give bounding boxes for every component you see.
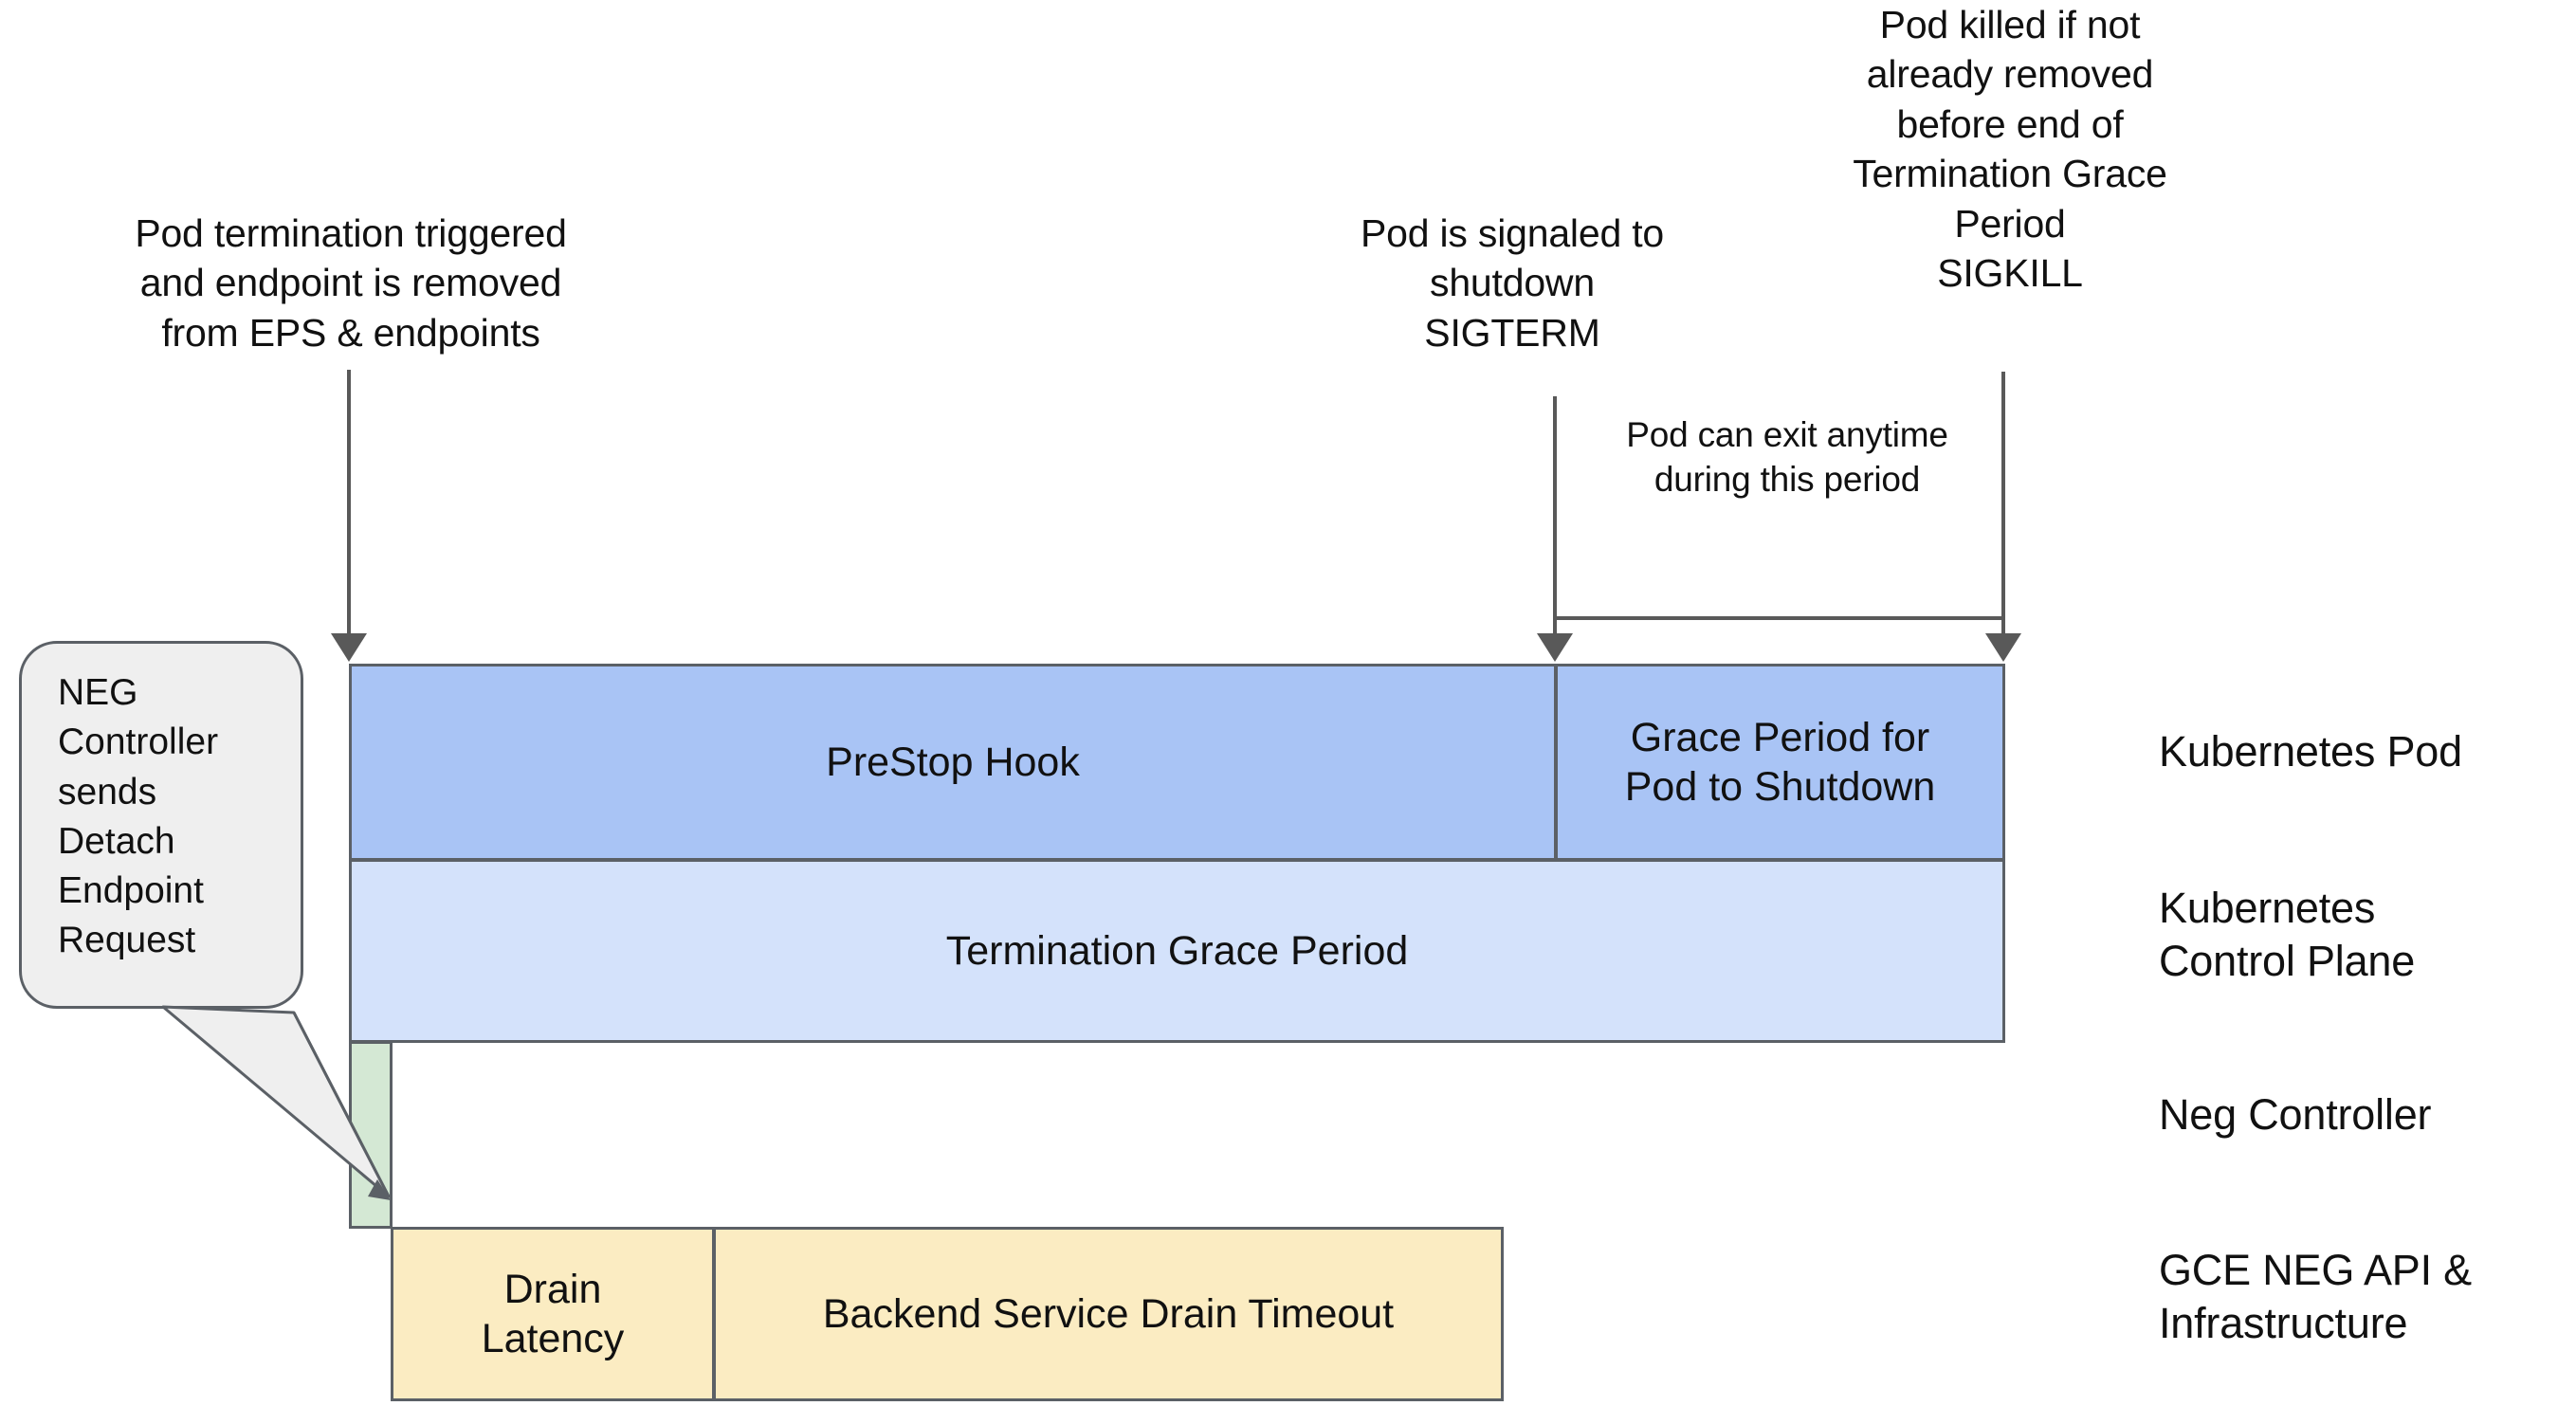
bar-backend-service-drain-timeout: Backend Service Drain Timeout	[713, 1227, 1504, 1401]
lane-label-kubernetes-pod: Kubernetes Pod	[2159, 727, 2462, 776]
annotation-pod-can-exit: Pod can exit anytime during this period	[1626, 415, 1948, 500]
bar-drain-latency-label: Drain Latency	[481, 1266, 625, 1361]
arrow-line-sigterm	[1553, 396, 1557, 637]
callout-neg-detach-request: NEG Controller sends Detach Endpoint Req…	[19, 641, 303, 1009]
arrow-head-sigterm	[1537, 633, 1573, 662]
arrow-head-termination	[331, 633, 367, 662]
bar-prestop-hook: PreStop Hook	[349, 664, 1557, 861]
bar-neg-detach	[349, 1041, 393, 1229]
bar-prestop-hook-label: PreStop Hook	[826, 739, 1080, 785]
lane-label-neg-controller: Neg Controller	[2159, 1090, 2432, 1139]
annotation-termination-triggered: Pod termination triggered and endpoint i…	[135, 211, 567, 355]
arrow-line-sigkill	[2001, 372, 2005, 637]
span-connector-grace-period	[1555, 616, 2003, 620]
annotation-sigkill: Pod killed if not already removed before…	[1853, 3, 2167, 296]
bar-grace-period-pod-shutdown: Grace Period for Pod to Shutdown	[1555, 664, 2005, 861]
annotation-sigterm: Pod is signaled to shutdown SIGTERM	[1360, 211, 1665, 355]
bar-grace-period-label: Grace Period for Pod to Shutdown	[1624, 714, 1936, 810]
bar-drain-latency: Drain Latency	[391, 1227, 715, 1401]
bar-termination-grace-period-label: Termination Grace Period	[945, 927, 1409, 974]
lane-label-gce-neg-api: GCE NEG API & Infrastructure	[2159, 1246, 2473, 1348]
lane-label-kubernetes-control-plane: Kubernetes Control Plane	[2159, 884, 2416, 986]
arrow-head-sigkill	[1985, 633, 2021, 662]
bar-termination-grace-period: Termination Grace Period	[349, 859, 2005, 1043]
bar-backend-service-drain-timeout-label: Backend Service Drain Timeout	[822, 1290, 1395, 1337]
arrow-line-termination	[347, 370, 351, 637]
